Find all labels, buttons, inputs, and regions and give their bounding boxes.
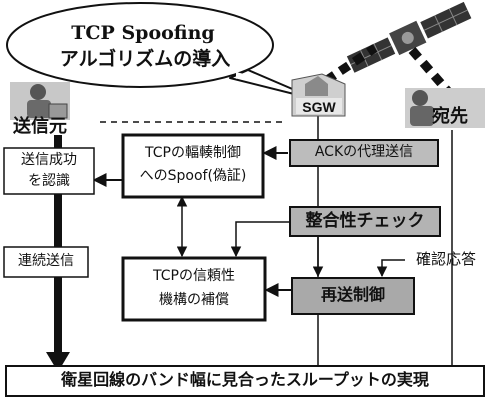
throughput-label: 衛星回線のバンド幅に見合ったスループットの実現 (61, 370, 429, 389)
satellite-icon (346, 1, 472, 73)
sgw-building-icon (291, 73, 346, 117)
bubble-title-line1: TCP Spoofing (71, 22, 215, 44)
destination-person-icon (405, 88, 485, 128)
bubble-title-line2: アルゴリズムの導入 (59, 48, 231, 70)
congestion-spoof-line2: へのSpoof(偽証) (139, 168, 247, 184)
consistency-check-box (289, 206, 441, 237)
retransmit-label: 再送制御 (320, 285, 385, 304)
ack-response-label: 確認応答 (415, 250, 476, 268)
signal-beam-left (309, 44, 378, 94)
reliability-line2: 機構の補償 (159, 292, 229, 308)
congestion-spoof-line1: TCPの輻輳制御 (145, 145, 241, 161)
congestion-spoof-box (121, 133, 265, 199)
consistency-check-label: 整合性チェック (305, 211, 425, 231)
sender-flow-arrowhead (46, 352, 70, 372)
recognize-box (3, 147, 95, 195)
ack-proxy-label: ACKの代理送信 (314, 144, 414, 160)
recognize-line1: 送信成功 (21, 152, 77, 168)
ack-proxy-box (289, 139, 439, 167)
arrow-check-to-reliability (230, 221, 290, 258)
continuous-send-box (3, 246, 89, 278)
continuous-send-label: 連続送信 (18, 253, 74, 269)
retransmit-box (291, 277, 415, 315)
destination-label: 宛先 (432, 106, 468, 127)
sender-person-icon (10, 82, 70, 120)
reliability-line1: TCPの信頼性 (153, 268, 235, 284)
sgw-label: SGW (302, 99, 336, 115)
reliability-box (121, 256, 267, 322)
sender-label: 送信元 (13, 116, 67, 137)
recognize-line2: を認識 (28, 173, 70, 189)
throughput-box (5, 365, 485, 397)
arrow-ack-response (376, 259, 405, 278)
